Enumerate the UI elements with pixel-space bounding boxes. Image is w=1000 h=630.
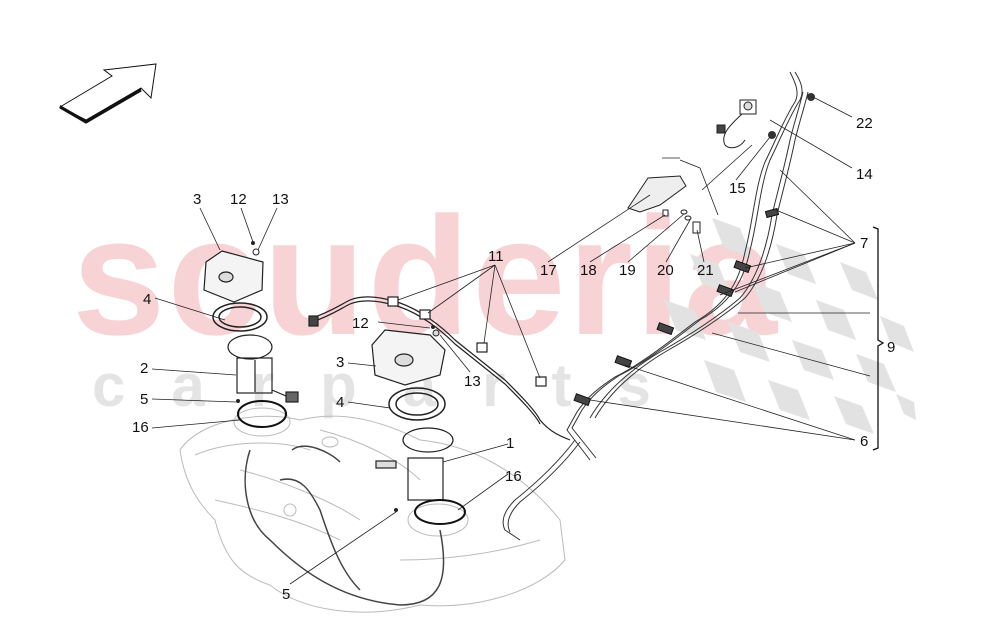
tank-hoses: [244, 445, 445, 606]
callout-5[interactable]: 5: [282, 586, 291, 603]
callout-14[interactable]: 14: [856, 166, 873, 183]
callout-13[interactable]: 13: [464, 373, 481, 390]
callout-13[interactable]: 13: [272, 191, 289, 208]
direction-arrow-icon: [58, 63, 157, 124]
heat-shield: [627, 175, 687, 213]
callout-20[interactable]: 20: [657, 262, 674, 279]
line-clips: [573, 207, 780, 407]
callout-2[interactable]: 2: [140, 360, 149, 377]
screw-left: [251, 241, 255, 245]
callout-4[interactable]: 4: [143, 291, 152, 308]
seal-ring-right: [414, 499, 466, 525]
crossover-hose: [308, 296, 571, 441]
leader-lines: [151, 96, 871, 585]
callout-15[interactable]: 15: [729, 180, 746, 197]
pump-cover-right: [371, 329, 446, 386]
callout-3[interactable]: 3: [193, 191, 202, 208]
nut-right: [432, 329, 440, 337]
callout-3[interactable]: 3: [336, 354, 345, 371]
callout-7[interactable]: 7: [860, 235, 869, 252]
shield-hardware: [662, 209, 701, 234]
callout-16[interactable]: 16: [505, 468, 522, 485]
bracket-9: [872, 226, 885, 451]
lock-ring-right: [388, 387, 446, 421]
nut-left: [252, 248, 260, 256]
pump-cover-left: [203, 250, 264, 303]
callout-22[interactable]: 22: [856, 115, 873, 132]
connector-22: [807, 93, 815, 101]
fuel-pump-left: [227, 334, 299, 403]
callout-5[interactable]: 5: [140, 391, 149, 408]
screw-right: [431, 325, 435, 329]
plug-right: [394, 508, 398, 512]
fuel-filter: [716, 99, 757, 149]
seal-ring-left: [237, 400, 287, 428]
callout-9[interactable]: 9: [887, 339, 896, 356]
callout-1[interactable]: 1: [506, 435, 515, 452]
callout-12[interactable]: 12: [352, 315, 369, 332]
watermark-brand: scuderia: [72, 182, 780, 370]
callout-18[interactable]: 18: [580, 262, 597, 279]
callout-12[interactable]: 12: [230, 191, 247, 208]
callout-16[interactable]: 16: [132, 419, 149, 436]
callout-4[interactable]: 4: [336, 394, 345, 411]
callout-6[interactable]: 6: [860, 433, 869, 450]
callout-17[interactable]: 17: [540, 262, 557, 279]
fuel-line-bundle: [502, 71, 809, 541]
callout-11[interactable]: 11: [488, 248, 504, 265]
fuel-pump-right: [375, 427, 454, 501]
lock-ring-left: [212, 302, 268, 332]
callout-21[interactable]: 21: [697, 262, 714, 279]
plug-left: [236, 399, 240, 403]
hose-clips: [387, 296, 547, 387]
callout-19[interactable]: 19: [619, 262, 636, 279]
